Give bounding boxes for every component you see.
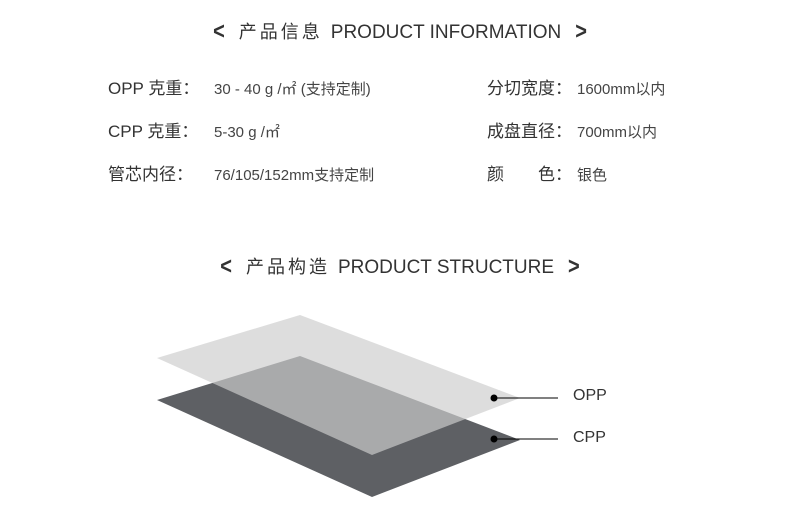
chevron-right-icon: > [568,253,580,281]
chevron-right-icon: > [575,18,587,46]
spec-cpp-weight: CPP 克重：5-30 g /㎡ [108,122,280,141]
spec-slit-width: 分切宽度：1600mm以内 [487,79,666,98]
chevron-left-icon: < [220,253,232,281]
spec-roll-diameter: 成盘直径：700mm以内 [487,122,658,141]
chevron-left-icon: < [213,18,225,46]
opp-label: OPP [573,387,607,404]
spec-opp-weight: OPP 克重：30 - 40 g /㎡ (支持定制) [108,79,371,98]
opp-layer [157,315,520,455]
cpp-label: CPP [573,429,606,446]
spec-core-diameter: 管芯内径：76/105/152mm支持定制 [108,165,375,184]
spec-color: 颜 色：银色 [487,165,608,184]
